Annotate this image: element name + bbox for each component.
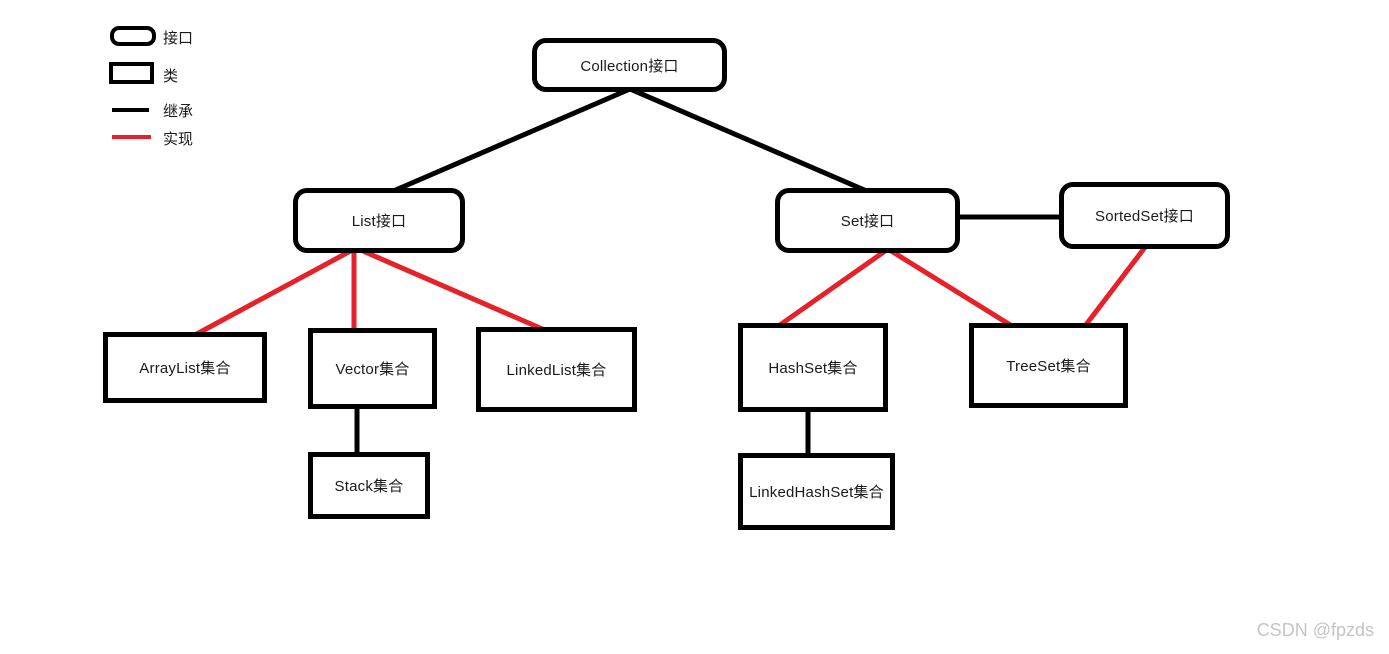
node-collection-label: Collection接口 (580, 57, 679, 75)
node-arraylist-class: ArrayList集合 (103, 332, 267, 403)
node-vector-class: Vector集合 (308, 328, 437, 409)
node-vector-label: Vector集合 (335, 361, 410, 378)
node-collection-interface: Collection接口 (532, 38, 727, 92)
legend-class-swatch (109, 62, 154, 84)
edge-collection-list (390, 86, 631, 195)
edge-list-arraylist (191, 245, 358, 339)
node-sortedset-label: SortedSet接口 (1095, 208, 1194, 225)
node-sortedset-interface: SortedSet接口 (1059, 182, 1230, 249)
edge-list-linkedlist (355, 245, 548, 334)
node-arraylist-label: ArrayList集合 (139, 360, 231, 377)
edge-collection-set (629, 86, 870, 195)
legend-class-label: 类 (163, 68, 179, 85)
node-linkedlist-label: LinkedList集合 (506, 362, 607, 379)
legend-inheritance-label: 继承 (163, 103, 194, 120)
node-linkedhashset-label: LinkedHashSet集合 (749, 484, 884, 501)
node-linkedhashset-class: LinkedHashSet集合 (738, 453, 895, 530)
node-treeset-label: TreeSet集合 (1006, 358, 1091, 375)
node-treeset-class: TreeSet集合 (969, 323, 1128, 408)
node-hashset-label: HashSet集合 (768, 360, 858, 377)
legend-interface-label: 接口 (163, 30, 194, 47)
node-linkedlist-class: LinkedList集合 (476, 327, 637, 412)
legend-implementation-label: 实现 (163, 131, 194, 148)
node-stack-label: Stack集合 (334, 478, 404, 495)
node-hashset-class: HashSet集合 (738, 323, 888, 412)
watermark: CSDN @fpzds (1256, 620, 1374, 640)
node-stack-class: Stack集合 (308, 452, 430, 519)
node-list-interface: List接口 (293, 188, 465, 253)
legend-implementation-line (112, 135, 151, 139)
node-set-label: Set接口 (840, 213, 895, 230)
legend-interface-swatch (110, 26, 156, 46)
edge-set-treeset (886, 246, 1014, 329)
edge-sortedset-treeset (1083, 244, 1148, 328)
node-set-interface: Set接口 (775, 188, 960, 253)
legend-inheritance-line (112, 108, 149, 112)
node-list-label: List接口 (351, 213, 407, 230)
edge-set-hashset (775, 246, 890, 330)
